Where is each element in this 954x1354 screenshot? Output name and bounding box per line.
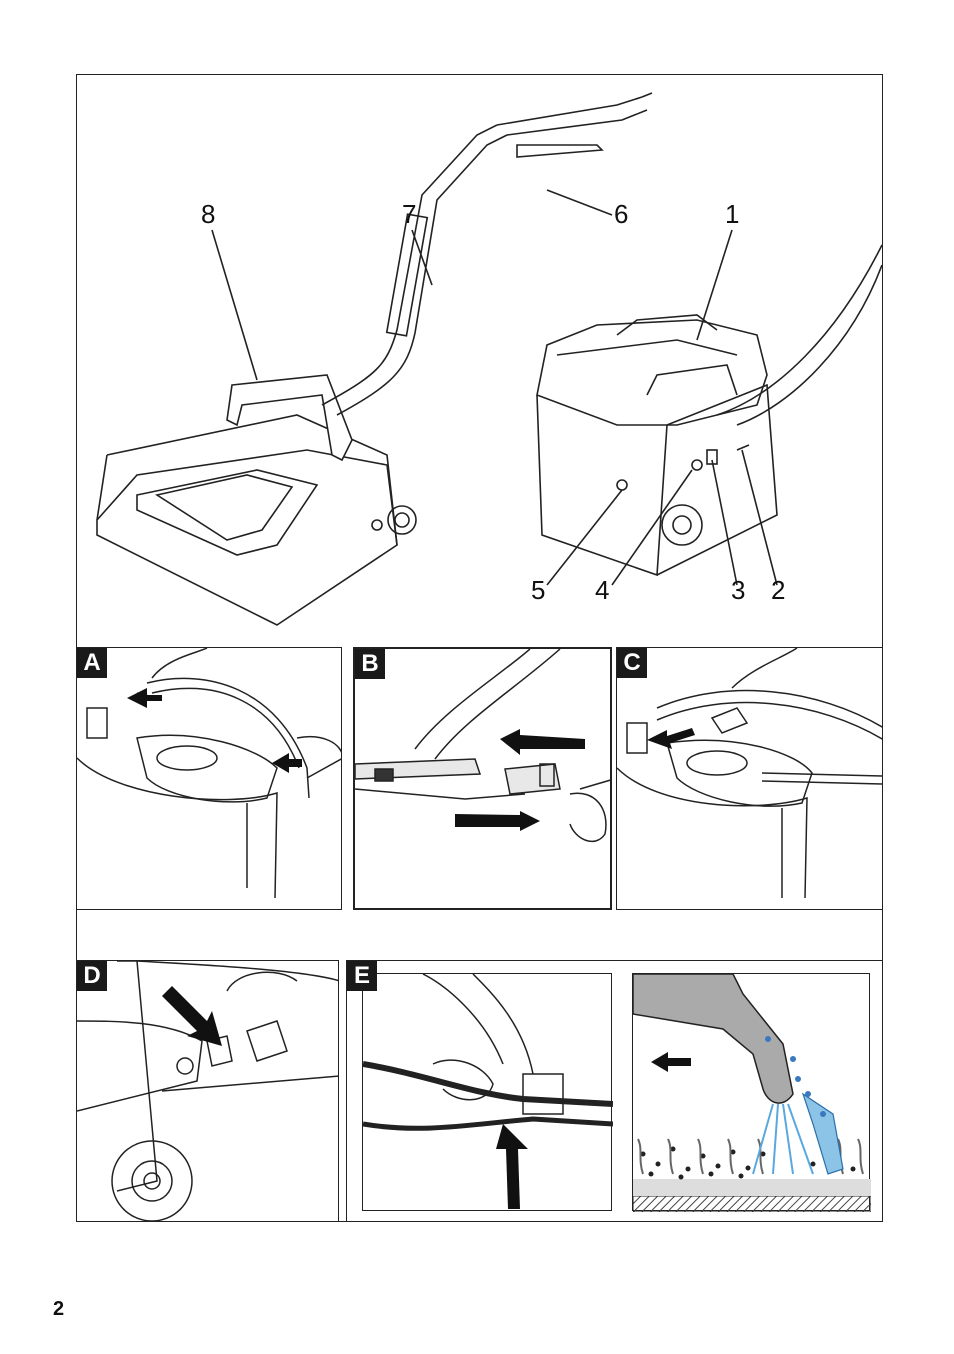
callout-7: 7 xyxy=(402,199,416,230)
callout-4: 4 xyxy=(595,575,609,606)
suction-tube xyxy=(322,125,497,405)
step-c-label: C xyxy=(617,648,647,678)
callout-5: 5 xyxy=(531,575,545,606)
step-c-panel: C xyxy=(616,647,883,910)
step-a-label: A xyxy=(77,648,107,678)
arrow-left-icon xyxy=(500,729,585,755)
arrow-left-icon xyxy=(127,688,162,708)
step-a-drawing xyxy=(77,648,342,910)
step-b-label: B xyxy=(355,649,385,679)
step-e-inner-left xyxy=(362,973,612,1211)
step-e-drawing-left xyxy=(363,974,613,1212)
step-b-drawing xyxy=(355,649,612,910)
step-b-panel: B xyxy=(353,647,612,910)
callout-1: 1 xyxy=(725,199,739,230)
step-e-label: E xyxy=(347,961,377,991)
callout-6: 6 xyxy=(614,199,628,230)
step-a-panel: A xyxy=(76,647,342,910)
step-e-panel: E xyxy=(346,960,883,1222)
arrow-down-right-icon xyxy=(162,986,222,1046)
step-e-inner-right xyxy=(632,973,870,1211)
step-d-panel: D xyxy=(76,960,339,1222)
step-d-drawing xyxy=(77,961,339,1222)
arrow-right-icon xyxy=(455,811,540,831)
arrow-left-icon xyxy=(647,728,695,749)
step-c-drawing xyxy=(617,648,883,910)
callout-8: 8 xyxy=(201,199,215,230)
page-number: 2 xyxy=(53,1298,64,1321)
overview-illustration: 8 7 6 1 5 4 3 2 xyxy=(77,75,882,648)
callout-2: 2 xyxy=(771,575,785,606)
callout-3: 3 xyxy=(731,575,745,606)
floor-nozzle xyxy=(97,450,397,625)
arrow-up-icon xyxy=(496,1124,528,1209)
device-drawing xyxy=(77,75,882,648)
step-d-label: D xyxy=(77,961,107,991)
arrow-left-icon xyxy=(651,1052,691,1072)
step-e-drawing-right xyxy=(633,974,871,1212)
